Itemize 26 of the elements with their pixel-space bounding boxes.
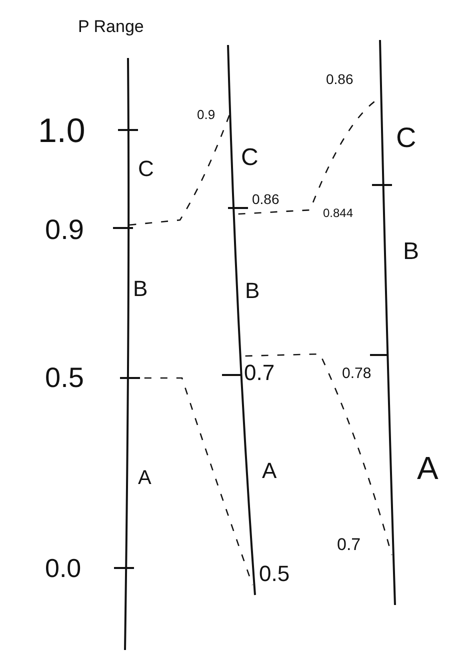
projection-line — [129, 114, 230, 226]
tick-value: 0.7 — [337, 536, 361, 553]
interval-label: B — [403, 240, 420, 264]
tick-value: 0.78 — [342, 366, 372, 381]
tick-value: 0.9 — [45, 216, 84, 244]
interval-label: A — [262, 460, 277, 482]
tick-value: 0.0 — [45, 555, 82, 581]
interval-label: B — [245, 280, 260, 302]
tick-value: 0.5 — [45, 364, 84, 392]
interval-label: C — [396, 124, 416, 152]
tick-value: 0.5 — [259, 563, 290, 585]
interval-label: C — [241, 146, 258, 170]
interval-label: A — [138, 468, 152, 488]
tick-value: 1.0 — [38, 114, 86, 148]
tick-value: 0.844 — [323, 207, 354, 219]
interval-label: B — [133, 278, 148, 300]
projection-line — [245, 353, 392, 556]
axis-title: P Range — [78, 18, 144, 35]
projection-line — [128, 377, 254, 586]
tick-value: 0.86 — [326, 72, 354, 86]
tick-value: 0.86 — [252, 192, 280, 206]
interval-label: C — [138, 158, 154, 180]
tick-value: 0.9 — [197, 108, 216, 121]
interval-label: A — [417, 452, 438, 484]
range-axis — [369, 39, 396, 606]
tick-value: 0.7 — [244, 362, 275, 384]
